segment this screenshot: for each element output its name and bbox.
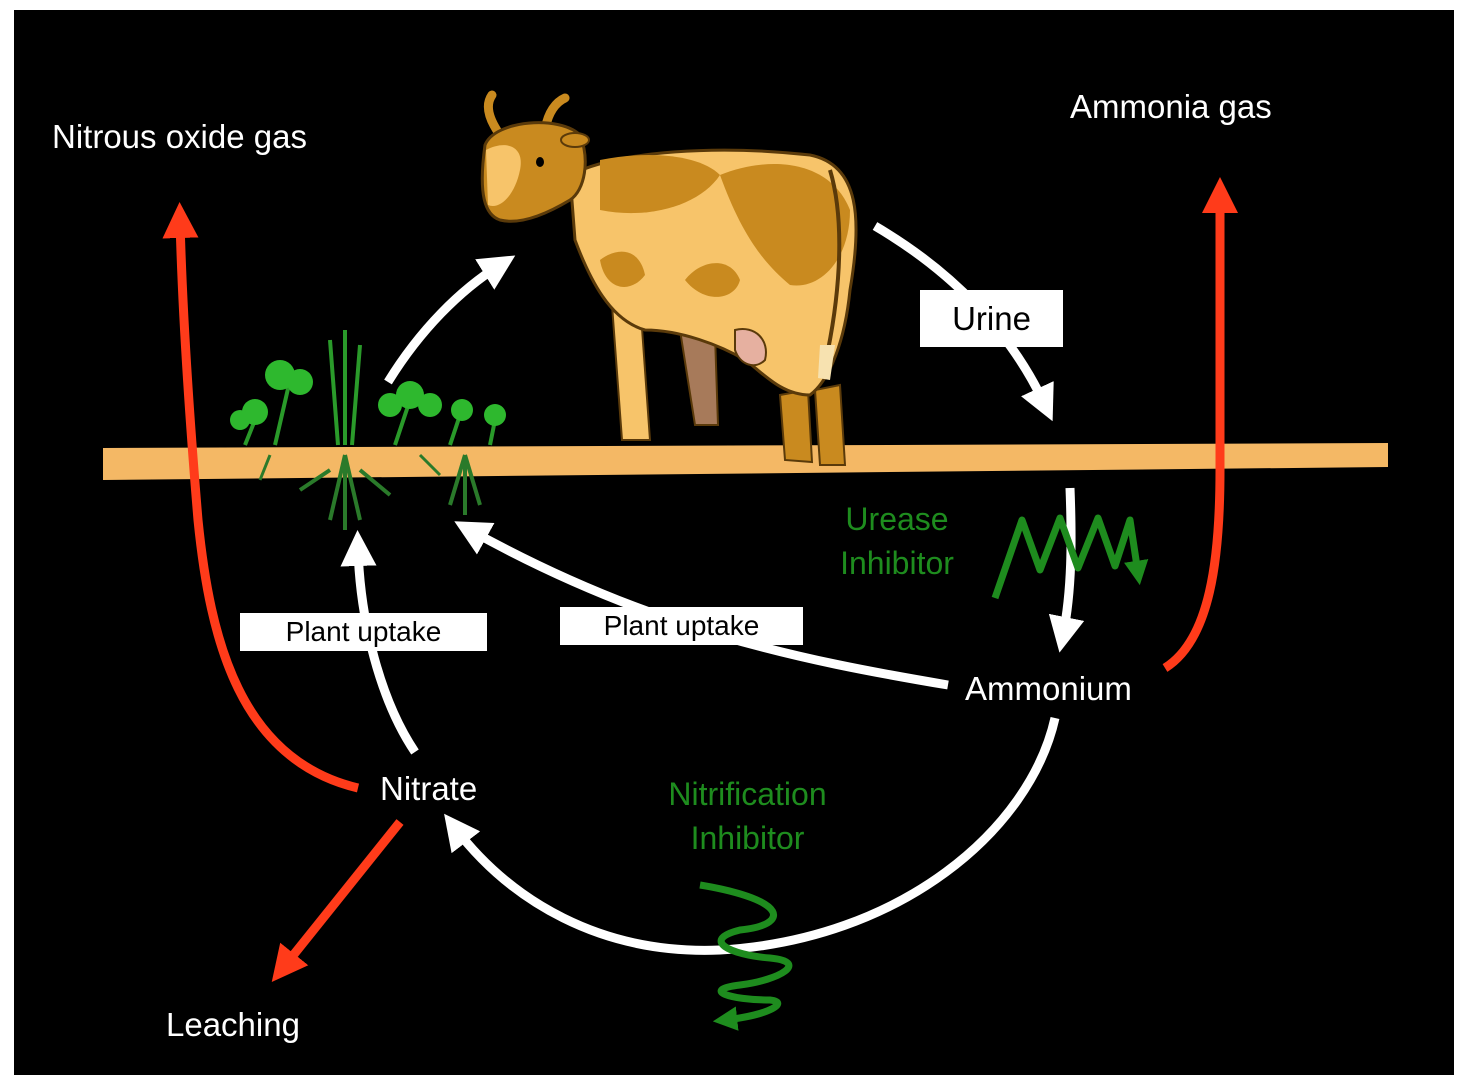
- plant-to-cow-arrow: [388, 265, 500, 382]
- cow-illustration: [482, 95, 856, 465]
- nitrate-label: Nitrate: [380, 772, 477, 805]
- plants-illustration: [230, 330, 506, 530]
- soil-to-ammonium-arrow: [1063, 488, 1071, 635]
- plant-uptake-left-label: Plant uptake: [286, 616, 442, 648]
- leaching-label: Leaching: [166, 1008, 300, 1041]
- urease-inhibitor-label: Urease Inhibitor: [822, 497, 972, 585]
- plant-uptake-right-label: Plant uptake: [604, 610, 760, 642]
- nitrification-inhibitor-line2: Inhibitor: [645, 816, 850, 860]
- ammonia-gas-arrow: [1165, 195, 1220, 668]
- urease-inhibitor-line2: Inhibitor: [822, 541, 972, 585]
- nitrification-inhibitor-label: Nitrification Inhibitor: [645, 772, 850, 860]
- ammonium-label: Ammonium: [965, 672, 1132, 705]
- urease-inhibitor-line1: Urease: [822, 497, 972, 541]
- plant-uptake-right-box: Plant uptake: [560, 607, 803, 645]
- plant-uptake-left-box: Plant uptake: [240, 613, 487, 651]
- nitrous-oxide-arrow: [180, 220, 358, 788]
- urine-label: Urine: [952, 300, 1031, 338]
- leaching-arrow: [283, 822, 400, 968]
- soil-surface: [103, 443, 1388, 480]
- urine-label-box: Urine: [920, 290, 1063, 347]
- nitrous-oxide-gas-label: Nitrous oxide gas: [52, 120, 307, 153]
- ammonia-gas-label: Ammonia gas: [1070, 90, 1272, 123]
- nitrification-inhibitor-line1: Nitrification: [645, 772, 850, 816]
